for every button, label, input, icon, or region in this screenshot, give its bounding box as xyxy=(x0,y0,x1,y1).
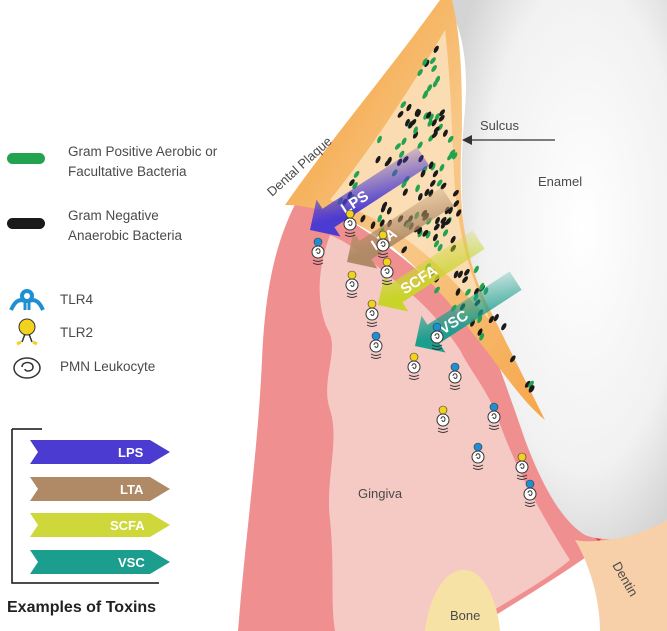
legend: Gram Positive Aerobic or Facultative Bac… xyxy=(7,144,218,378)
tlr4-receptor xyxy=(451,363,459,371)
key-vsc: VSC xyxy=(30,550,170,574)
tlr4-receptor xyxy=(433,323,441,331)
bone-label: Bone xyxy=(450,608,480,623)
enamel-label: Enamel xyxy=(538,174,582,189)
key-scfa-label: SCFA xyxy=(110,518,145,533)
key-lta-label: LTA xyxy=(120,482,144,497)
key-lps: LPS xyxy=(30,440,170,464)
key-lps-label: LPS xyxy=(118,445,144,460)
key-vsc-label: VSC xyxy=(118,555,145,570)
toxin-key: LPS LTA SCFA VSC Examples of Toxins xyxy=(7,429,170,616)
gram-negative-label-2: Anaerobic Bacteria xyxy=(68,228,183,243)
pmn-leukocyte-legend-icon xyxy=(14,358,40,378)
sulcus-label: Sulcus xyxy=(480,118,520,133)
tlr2-legend-icon xyxy=(17,319,37,344)
tlr4-label: TLR4 xyxy=(60,292,94,307)
tlr2-receptor xyxy=(439,406,447,414)
tlr2-receptor xyxy=(348,271,356,279)
gram-positive-label-1: Gram Positive Aerobic or xyxy=(68,144,218,159)
tlr2-receptor xyxy=(410,353,418,361)
tlr2-receptor xyxy=(383,258,391,266)
tlr2-receptor xyxy=(346,210,354,218)
tlr4-receptor xyxy=(314,238,322,246)
gram-positive-swatch xyxy=(7,153,45,164)
gram-negative-label-1: Gram Negative xyxy=(68,208,159,223)
gram-negative-swatch xyxy=(7,218,45,229)
tlr2-label: TLR2 xyxy=(60,325,93,340)
toxins-caption: Examples of Toxins xyxy=(7,599,156,616)
tlr4-receptor xyxy=(490,403,498,411)
tlr2-receptor xyxy=(379,231,387,239)
tlr2-receptor xyxy=(518,453,526,461)
gram-positive-label-2: Facultative Bacteria xyxy=(68,164,187,179)
pmn-leukocyte-label: PMN Leukocyte xyxy=(60,359,155,374)
tlr4-receptor xyxy=(474,443,482,451)
tlr4-receptor xyxy=(372,332,380,340)
tlr4-legend-icon xyxy=(11,289,43,310)
key-scfa: SCFA xyxy=(30,513,170,537)
gingiva-label: Gingiva xyxy=(358,486,403,501)
tlr2-receptor xyxy=(368,300,376,308)
key-lta: LTA xyxy=(30,477,170,501)
tlr4-receptor xyxy=(526,480,534,488)
